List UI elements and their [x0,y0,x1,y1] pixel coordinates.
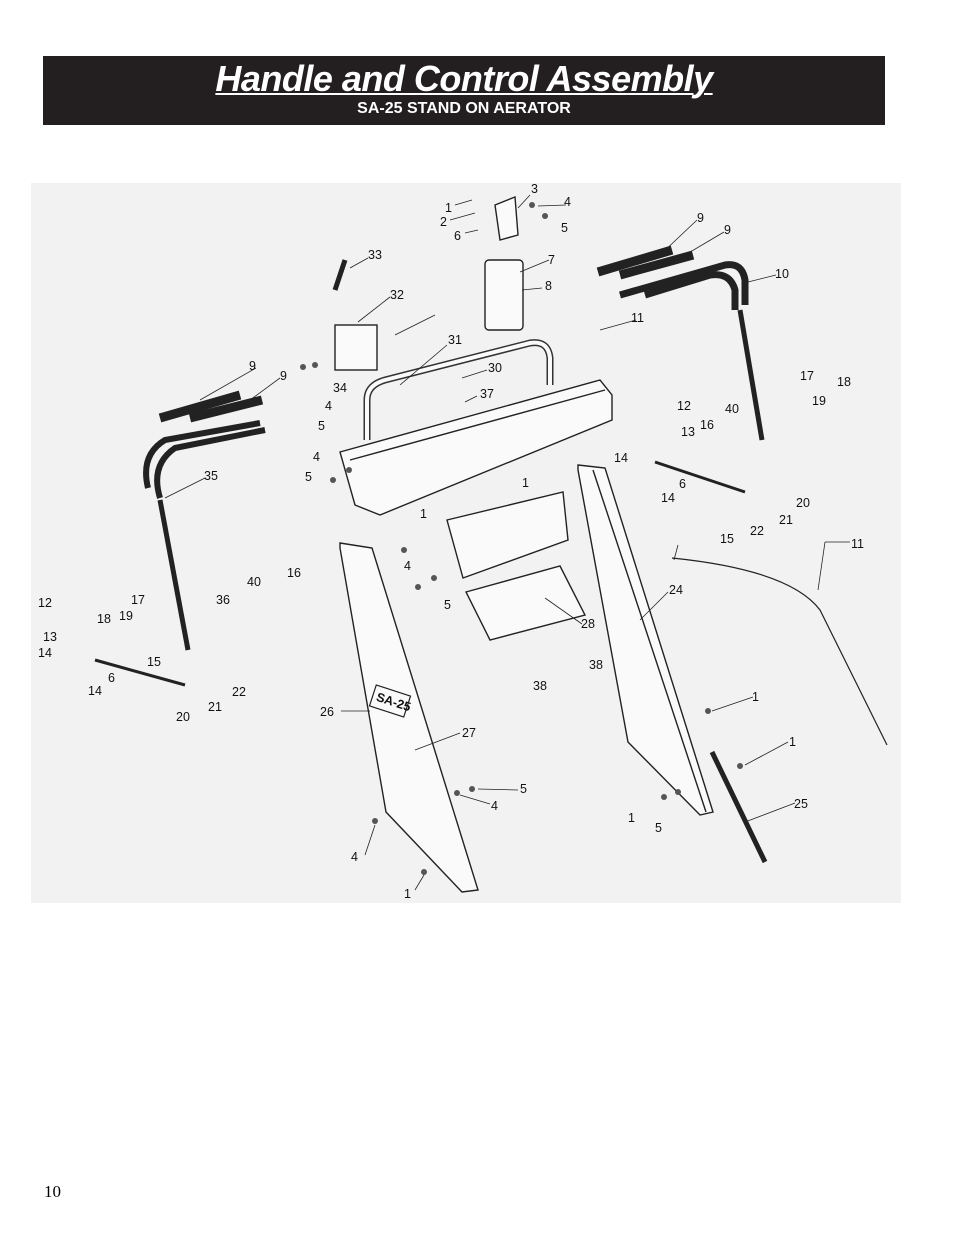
callout-14: 14 [88,684,102,698]
callout-13: 13 [681,425,695,439]
callout-19: 19 [812,394,826,408]
callout-26: 26 [320,705,334,719]
callout-5: 5 [305,470,312,484]
callout-12: 12 [38,596,52,610]
callout-40: 40 [725,402,739,416]
callout-6: 6 [679,477,686,491]
callout-17: 17 [131,593,145,607]
callout-37: 37 [480,387,494,401]
callout-6: 6 [108,671,115,685]
callout-14: 14 [614,451,628,465]
callout-36: 36 [216,593,230,607]
callout-5: 5 [520,782,527,796]
callout-20: 20 [796,496,810,510]
callout-5: 5 [444,598,451,612]
callout-1: 1 [789,735,796,749]
callout-28: 28 [581,617,595,631]
callout-16: 16 [287,566,301,580]
callout-9: 9 [280,369,287,383]
callout-9: 9 [724,223,731,237]
callout-38: 38 [589,658,603,672]
callout-38: 38 [533,679,547,693]
callout-9: 9 [249,359,256,373]
callout-1: 1 [404,887,411,901]
callout-14: 14 [661,491,675,505]
callout-11: 11 [851,537,864,551]
callout-1: 1 [445,201,452,215]
callout-labels: 1234567899101131303233344599371213141640… [38,183,864,901]
callout-18: 18 [837,375,851,389]
callout-40: 40 [247,575,261,589]
callout-10: 10 [775,267,789,281]
callout-4: 4 [404,559,411,573]
callout-3: 3 [531,183,538,196]
callout-24: 24 [669,583,683,597]
callout-18: 18 [97,612,111,626]
callout-31: 31 [448,333,462,347]
callout-27: 27 [462,726,476,740]
callout-1: 1 [628,811,635,825]
callout-32: 32 [390,288,404,302]
page-subtitle: SA-25 STAND ON AERATOR [357,100,571,117]
callout-17: 17 [800,369,814,383]
callout-1: 1 [522,476,529,490]
callout-6: 6 [454,229,461,243]
callout-21: 21 [779,513,793,527]
callout-9: 9 [697,211,704,225]
callout-13: 13 [43,630,57,644]
callout-25: 25 [794,797,808,811]
callout-20: 20 [176,710,190,724]
callout-21: 21 [208,700,222,714]
callout-1: 1 [420,507,427,521]
callout-15: 15 [147,655,161,669]
callout-22: 22 [750,524,764,538]
callout-19: 19 [119,609,133,623]
page-title: Handle and Control Assembly [215,58,713,99]
callout-11: 11 [631,311,644,325]
callout-4: 4 [564,195,571,209]
callout-4: 4 [313,450,320,464]
callout-16: 16 [700,418,714,432]
callout-8: 8 [545,279,552,293]
callout-4: 4 [351,850,358,864]
title-banner: Handle and Control Assembly SA-25 STAND … [43,56,885,125]
callout-12: 12 [677,399,691,413]
callout-30: 30 [488,361,502,375]
callout-1: 1 [752,690,759,704]
callout-4: 4 [325,399,332,413]
callout-22: 22 [232,685,246,699]
callout-34: 34 [333,381,347,395]
callout-5: 5 [655,821,662,835]
callout-2: 2 [440,215,447,229]
callout-4: 4 [491,799,498,813]
exploded-parts-diagram: SA-25 1234567899101131303233344599371213… [31,183,901,903]
callout-33: 33 [368,248,382,262]
callout-7: 7 [548,253,555,267]
callout-15: 15 [720,532,734,546]
callout-5: 5 [561,221,568,235]
page-number: 10 [44,1182,61,1201]
callout-5: 5 [318,419,325,433]
callout-14: 14 [38,646,52,660]
callout-35: 35 [204,469,218,483]
parts-drawing [94,194,888,893]
